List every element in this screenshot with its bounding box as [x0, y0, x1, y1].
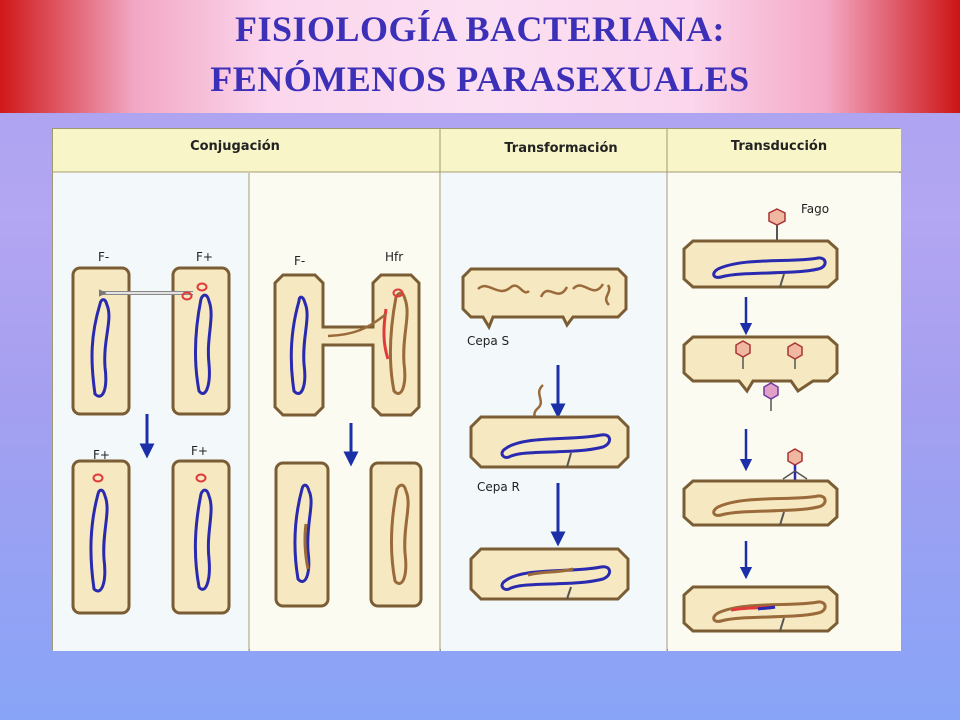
bacterium-recombinant: [274, 461, 330, 608]
label-f-minus-hfr: F-: [294, 254, 305, 268]
label-hfr: Hfr: [385, 250, 403, 264]
chromosome-recipient: [289, 295, 309, 395]
bacterium-infected: [682, 239, 839, 289]
bacterium-transduced-infection: [682, 479, 839, 527]
label-fago: Fago: [801, 202, 829, 216]
label-f-plus-bottom-left: F+: [93, 448, 110, 462]
transformation-group: Cepa S Cepa R: [461, 267, 630, 601]
bacteria-mating-pair: [273, 273, 421, 417]
conjugation-hfr-group: F- Hfr: [273, 250, 423, 608]
transduction-group: Fago: [682, 202, 839, 633]
parasexual-diagram: Conjugación Transformación Transducción …: [52, 128, 901, 651]
title-band: [0, 0, 960, 113]
header-band: [53, 129, 901, 172]
column-header-transformation: Transformación: [504, 141, 617, 156]
bacterium-transformed: [469, 547, 630, 601]
chromosome-donor: [388, 291, 409, 395]
transferred-dna: [327, 313, 387, 338]
slide-title-line-1: FISIOLOGÍA BACTERIANA:: [234, 9, 726, 49]
bacterium-hfr-after: [369, 461, 423, 608]
label-cepa-r: Cepa R: [477, 480, 520, 494]
bacterium-f-plus-original: [171, 459, 231, 615]
label-f-plus-bottom-right: F+: [191, 444, 208, 458]
lysed-cell: [461, 267, 628, 331]
plasmid-f: [181, 291, 193, 301]
label-cepa-s: Cepa S: [467, 334, 509, 348]
chromosome-f-plus: [193, 293, 213, 395]
conjugation-f-f-group: F- F+ F+ F+: [71, 250, 231, 615]
phage-icon: [768, 208, 786, 226]
slide-title: FISIOLOGÍA BACTERIANA: FENÓMENOS PARASEX…: [0, 4, 960, 104]
label-f-minus-top: F-: [98, 250, 109, 264]
chromosome-f-minus: [90, 298, 111, 398]
label-f-plus-top: F+: [196, 250, 213, 264]
slide-title-line-2: FENÓMENOS PARASEXUALES: [210, 59, 750, 99]
column-header-transduction: Transducción: [731, 139, 827, 154]
bacterium-recipient: [469, 415, 630, 469]
bacterium-f-minus: [71, 266, 131, 416]
column-header-conjugation: Conjugación: [190, 139, 280, 154]
bacterium-f-plus-new: [71, 459, 131, 615]
bacterium-f-plus: [171, 266, 231, 416]
